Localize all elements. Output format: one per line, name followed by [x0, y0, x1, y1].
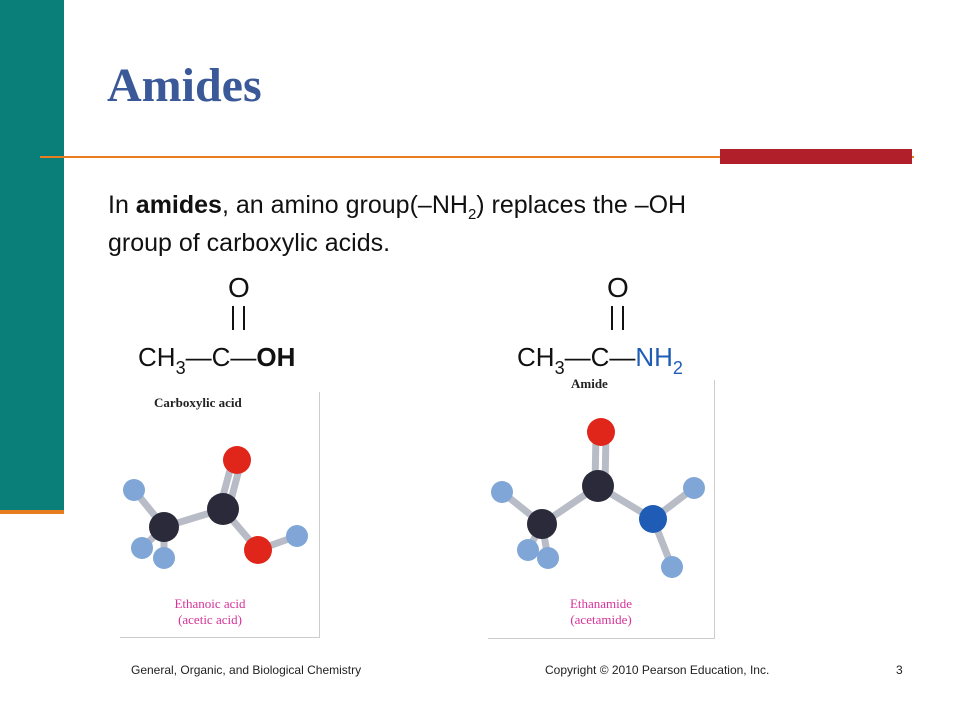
amide-hydrogen-atom — [683, 477, 705, 499]
amide-carbon-atom — [582, 470, 614, 502]
acetamide-ball-and-stick-model — [491, 418, 705, 578]
footer-page-number: 3 — [896, 663, 903, 677]
body-prefix: In — [108, 191, 136, 219]
amide-ch-sub: 3 — [554, 358, 565, 378]
acid-caption-line1: Ethanoic acid — [174, 596, 246, 611]
amide-ch: CH — [517, 342, 555, 372]
acid-panel-title: Carboxylic acid — [154, 395, 242, 410]
amide-nh-sub: 2 — [672, 358, 683, 378]
amide-caption-line1: Ethanamide — [569, 596, 633, 611]
acid-hydrogen-atom — [286, 525, 308, 547]
amide-nitrogen-atom — [639, 505, 667, 533]
acid-model-panel: Carboxylic acid Ethanoic acid (acetic ac… — [120, 392, 320, 638]
acid-ch-sub: 3 — [175, 358, 186, 378]
acid-ch: CH — [138, 342, 176, 372]
acid-formula-oxygen: O — [228, 272, 250, 303]
body-line-2: group of carboxylic acids. — [108, 229, 391, 257]
amide-formula-oxygen: O — [607, 272, 629, 303]
amide-double-bond — [611, 306, 624, 330]
acid-oxygen-atom — [244, 536, 272, 564]
acid-carbon-atom — [149, 512, 179, 542]
acetic-acid-ball-and-stick-model — [123, 446, 308, 569]
footer-course-title: General, Organic, and Biological Chemist… — [131, 663, 362, 677]
left-accent-bar — [0, 0, 64, 510]
body-paragraph: In amides, an amino group(–NH2) replaces… — [108, 186, 898, 262]
acid-carbon-atom — [207, 493, 239, 525]
acid-oh: OH — [256, 342, 296, 372]
acid-hydrogen-atom — [131, 537, 153, 559]
acid-double-bond — [232, 306, 245, 330]
acid-caption: Ethanoic acid (acetic acid) — [150, 596, 270, 628]
amide-hydrogen-atom — [517, 539, 539, 561]
acid-caption-line2: (acetic acid) — [178, 612, 242, 627]
acid-formula: CH3—C—OH — [138, 342, 296, 377]
amide-oxygen-atom — [587, 418, 615, 446]
body-text-b: ) replaces the –OH — [476, 191, 687, 219]
slide-title: Amides — [107, 59, 262, 112]
body-bold-term: amides — [135, 191, 222, 219]
amide-panel-title: Amide — [571, 376, 608, 392]
body-sub: 2 — [467, 206, 477, 223]
acid-hydrogen-atom — [123, 479, 145, 501]
amide-hydrogen-atom — [661, 556, 683, 578]
amide-hydrogen-atom — [491, 481, 513, 503]
amide-nh: NH — [635, 342, 673, 372]
amide-caption: Ethanamide (acetamide) — [541, 596, 661, 628]
acid-chain: —C— — [185, 342, 257, 372]
footer-copyright: Copyright © 2010 Pearson Education, Inc. — [545, 663, 770, 677]
amide-caption-line2: (acetamide) — [570, 612, 632, 627]
amide-formula: CH3—C—NH2 — [517, 342, 683, 377]
amide-chain: —C— — [564, 342, 636, 372]
amide-carbon-atom — [527, 509, 557, 539]
body-text-a: , an amino group(–NH — [221, 191, 468, 219]
title-divider — [40, 156, 914, 158]
left-accent-underline — [0, 510, 64, 514]
amide-model-panel: Amide Ethanamide (acetamide) — [488, 376, 715, 639]
amide-hydrogen-atom — [537, 547, 559, 569]
title-divider-accent — [720, 149, 912, 164]
acid-oxygen-atom — [223, 446, 251, 474]
acid-hydrogen-atom — [153, 547, 175, 569]
